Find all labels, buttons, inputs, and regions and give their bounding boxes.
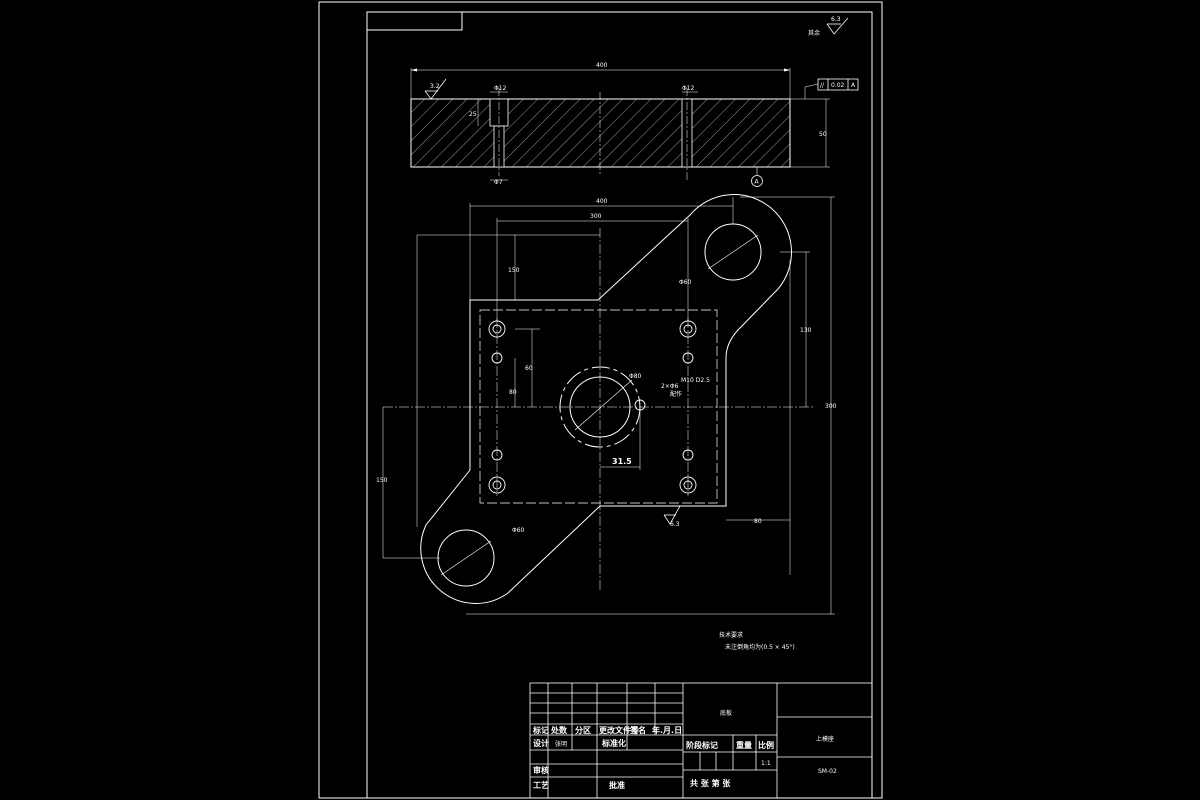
tb-review-label: 审核 xyxy=(533,765,549,775)
section-bore-dia-dim: Φ12 xyxy=(494,85,507,92)
section-length-dim: 400 xyxy=(596,62,608,69)
plan-right-bottom-dim: 80 xyxy=(754,518,762,525)
tb-row-label-zone: 分区 xyxy=(575,725,591,735)
tb-weight-label: 重量 xyxy=(736,740,752,750)
tb-row-label-sign: 签名 xyxy=(629,725,646,735)
tolerance-frame xyxy=(817,78,859,91)
small-hole-label: 2×Φ6 xyxy=(661,383,679,390)
section-hole-bottom-dim: Φ7 xyxy=(494,179,503,186)
tb-sheets-label: 共 张 第 张 xyxy=(690,778,731,788)
ear-hole-bottom-dim: Φ60 xyxy=(512,527,525,534)
notes-heading: 技术要求 xyxy=(719,631,743,639)
general-roughness-symbol xyxy=(826,17,849,35)
plan-hole-spacing-dim: 300 xyxy=(590,213,602,220)
plan-ear-offset-dim: 150 xyxy=(508,267,520,274)
tb-part-name: 上模座 xyxy=(816,735,834,743)
section-view: 400 50 25 Φ12 Φ12 Φ7 3.2 // 0.02 A A xyxy=(410,62,859,187)
tb-scale-value: 1:1 xyxy=(761,760,771,767)
plan-overall-width-dim: 400 xyxy=(596,198,608,205)
plan-overall-height-dim: 300 xyxy=(825,403,837,410)
section-body xyxy=(410,98,791,168)
section-bore-depth-dim: 25 xyxy=(469,111,477,118)
center-bore-dim: Φ80 xyxy=(629,373,642,380)
tb-approve-label: 批准 xyxy=(609,780,625,790)
general-roughness-value: 6.3 xyxy=(831,16,841,23)
section-pin-dia-dim: Φ12 xyxy=(682,85,695,92)
drawing-number-box xyxy=(366,11,463,31)
plan-left-vertical-dim: 150 xyxy=(376,477,388,484)
tb-std-label: 标准化 xyxy=(601,738,626,748)
notes-line1: 未注倒角均为(0.5 × 45°) xyxy=(725,643,795,651)
tolerance-datum: A xyxy=(851,82,856,89)
offset-x-dim: 31.5 xyxy=(612,457,632,466)
roughness-note-label: 其余 xyxy=(808,29,820,37)
tb-drawing-no: SM-02 xyxy=(818,768,837,775)
plan-right-vertical-dim: 130 xyxy=(800,327,812,334)
small-hole-note2: 配作 xyxy=(670,390,682,398)
tb-scale-label: 比例 xyxy=(758,740,774,750)
cavity-outline xyxy=(479,309,718,504)
tb-row-label-mark: 标记 xyxy=(532,725,549,735)
tb-drawing-title: 底板 xyxy=(720,709,732,717)
plan-inner-vertical-dim: 60 xyxy=(525,365,533,372)
title-block xyxy=(529,682,873,799)
plan-lower-vertical-dim: 80 xyxy=(509,389,517,396)
tb-design-label: 设计 xyxy=(533,738,549,748)
plate-outline xyxy=(420,194,792,604)
tolerance-value: 0.02 xyxy=(831,82,845,89)
ear-hole-top-dim: Φ60 xyxy=(679,279,692,286)
tb-row-label-date: 年.月.日 xyxy=(652,725,682,735)
small-hole-note: M10 D2.5 xyxy=(681,377,710,384)
tb-process-label: 工艺 xyxy=(533,780,549,790)
tb-row-label-change-doc: 更改文件号 xyxy=(599,725,639,735)
top-face-roughness: 3.2 xyxy=(430,83,440,90)
tb-stage-label: 阶段标记 xyxy=(686,740,718,750)
plan-view: 400 300 150 60 80 130 300 150 80 Φ60 Φ60… xyxy=(376,194,837,615)
bottom-face-roughness: 6.3 xyxy=(670,521,680,528)
tb-row-label-count: 处数 xyxy=(550,725,568,735)
tb-design-name: 张明 xyxy=(555,740,567,748)
section-thickness-dim: 50 xyxy=(819,131,827,138)
datum-label: A xyxy=(755,179,760,186)
tolerance-symbol: // xyxy=(820,82,825,89)
